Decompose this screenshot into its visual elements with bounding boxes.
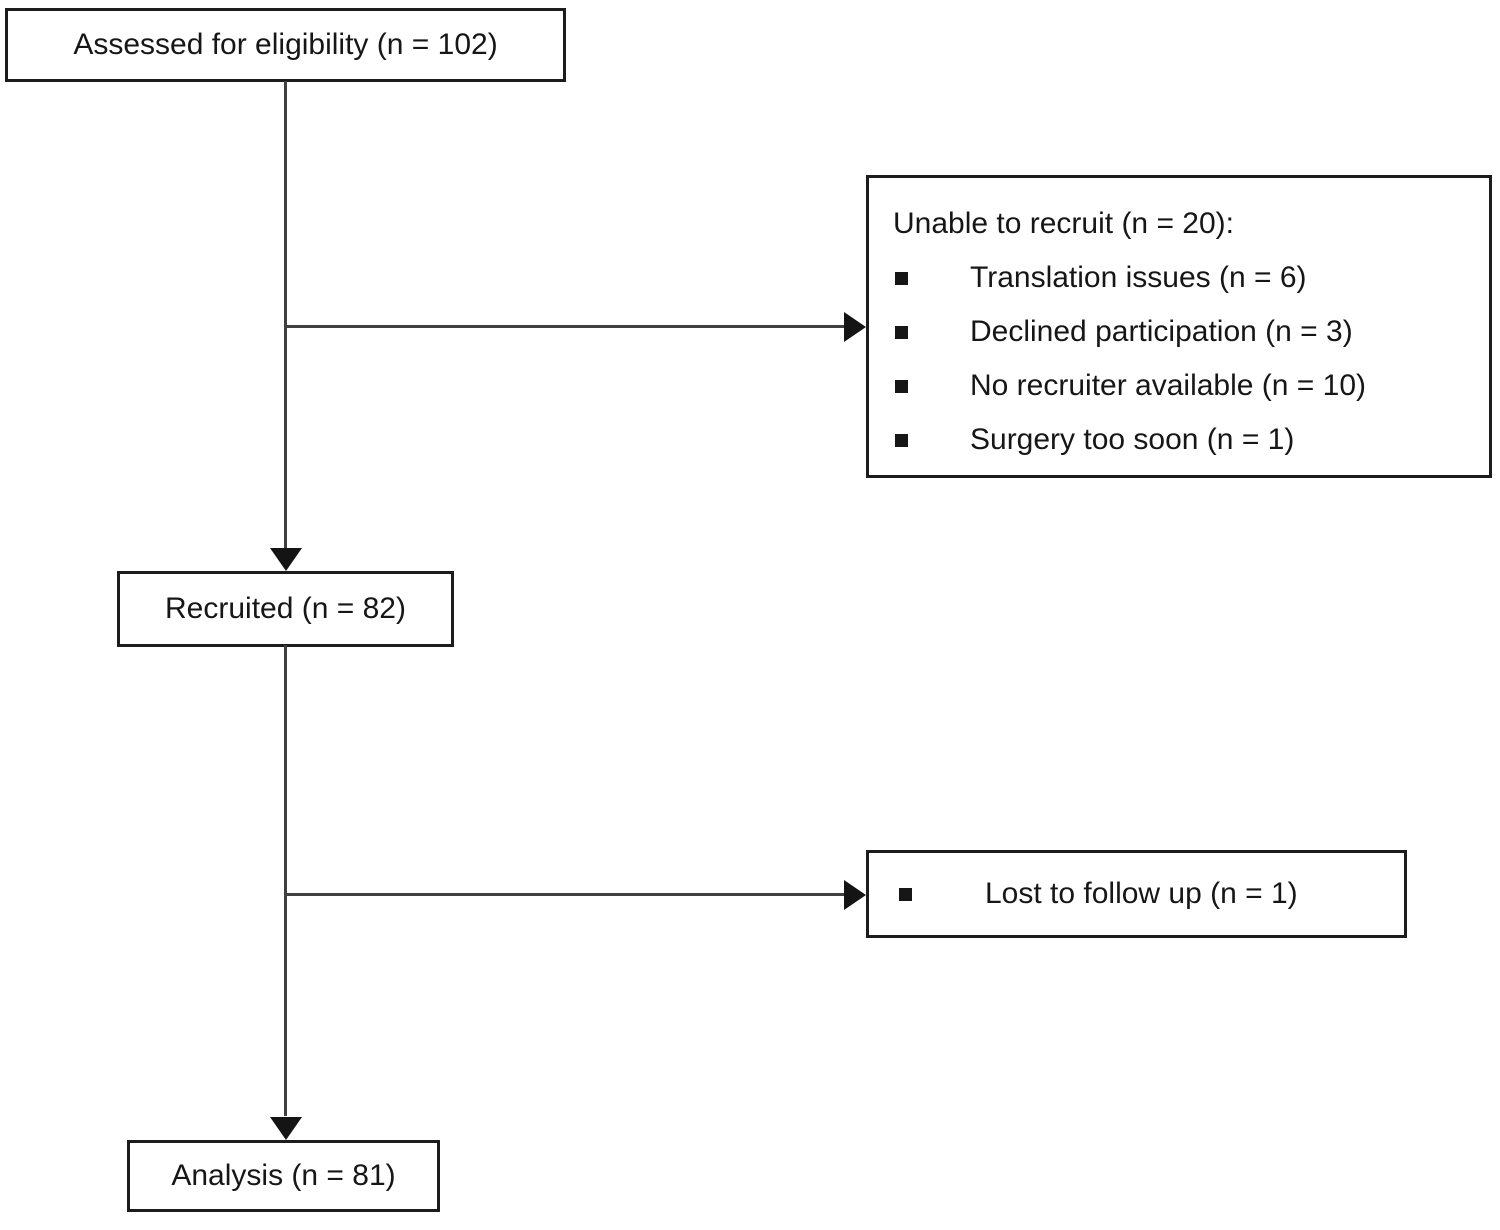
list-item-label: Lost to follow up (n = 1) (985, 877, 1298, 910)
node-unable-to-recruit: Unable to recruit (n = 20): Translation … (866, 175, 1492, 478)
node-label: Analysis (n = 81) (171, 1159, 396, 1192)
connector-assessed-to-recruited (284, 81, 287, 549)
list-item: No recruiter available (n = 10) (893, 359, 1469, 413)
list-item: Declined participation (n = 3) (893, 305, 1469, 359)
node-assessed-for-eligibility: Assessed for eligibility (n = 102) (5, 8, 566, 82)
list-item: Surgery too soon (n = 1) (893, 413, 1469, 467)
node-recruited: Recruited (n = 82) (117, 571, 454, 647)
arrowhead-down-icon (270, 548, 302, 571)
bullet-square-icon (899, 887, 912, 901)
connector-recruited-to-analysis (284, 645, 287, 1116)
list-item-label: No recruiter available (n = 10) (970, 369, 1367, 402)
bullet-square-icon (895, 325, 908, 339)
list-item: Translation issues (n = 6) (893, 251, 1469, 305)
bullet-square-icon (895, 433, 908, 447)
node-label: Assessed for eligibility (n = 102) (73, 28, 498, 61)
connector-branch-to-unable (285, 325, 845, 328)
node-lost-to-follow-up: Lost to follow up (n = 1) (866, 850, 1407, 938)
bullet-square-icon (895, 271, 908, 285)
node-label: Recruited (n = 82) (165, 592, 406, 625)
list-item-label: Surgery too soon (n = 1) (970, 423, 1295, 456)
arrowhead-down-icon (270, 1117, 302, 1140)
arrowhead-right-icon (844, 312, 866, 342)
connector-branch-to-lost (285, 893, 845, 896)
arrowhead-right-icon (844, 880, 866, 910)
node-title: Unable to recruit (n = 20): (893, 207, 1235, 240)
node-analysis: Analysis (n = 81) (127, 1140, 440, 1212)
list-item-label: Declined participation (n = 3) (970, 315, 1353, 348)
bullet-square-icon (895, 379, 908, 393)
list-item-label: Translation issues (n = 6) (970, 261, 1307, 294)
exclusion-list: Translation issues (n = 6) Declined part… (893, 251, 1469, 467)
